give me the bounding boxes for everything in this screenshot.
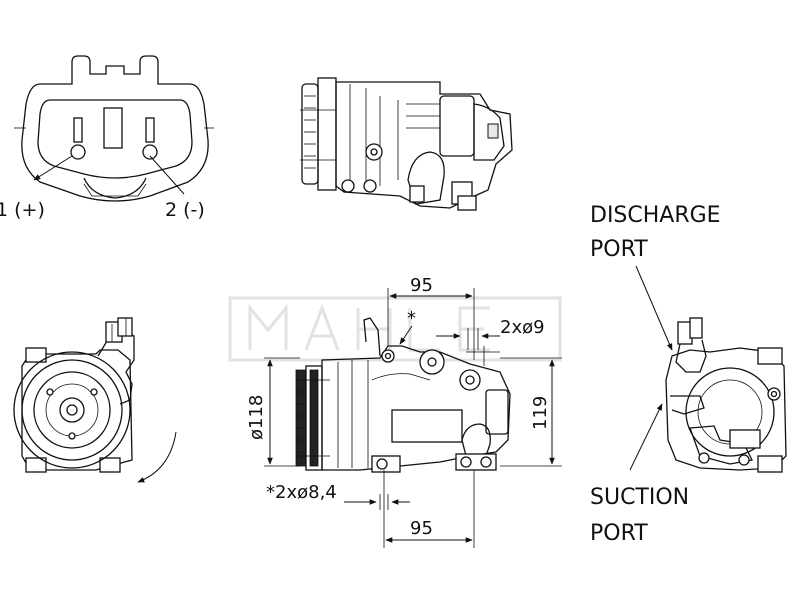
discharge-port-label-1: DISCHARGE xyxy=(590,203,721,228)
discharge-port-label-2: PORT xyxy=(590,237,648,262)
bottom-width-dimension: 95 xyxy=(410,518,433,539)
height-dimension: 119 xyxy=(530,396,551,430)
suction-port-label-1: SUCTION xyxy=(590,485,689,510)
compressor-top-view xyxy=(300,77,513,211)
bottom-holes-dimension: *2xø8,4 xyxy=(266,482,337,503)
diameter-dimension: ø118 xyxy=(246,395,267,440)
pin-1-label: 1 (+) xyxy=(0,199,45,221)
suction-port-label-2: PORT xyxy=(590,521,648,546)
compressor-rear-view: DISCHARGE PORT SUCTION PORT xyxy=(590,203,787,546)
pin-2 xyxy=(142,144,158,160)
compressor-side-view: 95 * 2xø9 ø118 119 *2xø8,4 95 xyxy=(246,275,562,548)
top-holes-dimension: 2xø9 xyxy=(500,317,545,338)
pin-1 xyxy=(70,144,86,160)
pin-2-label: 2 (-) xyxy=(165,199,205,221)
bolt-note-asterisk: * xyxy=(407,308,416,329)
top-width-dimension: 95 xyxy=(410,275,433,296)
compressor-front-view xyxy=(13,317,177,483)
connector-diagram: 1 (+) 2 (-) xyxy=(0,55,214,221)
